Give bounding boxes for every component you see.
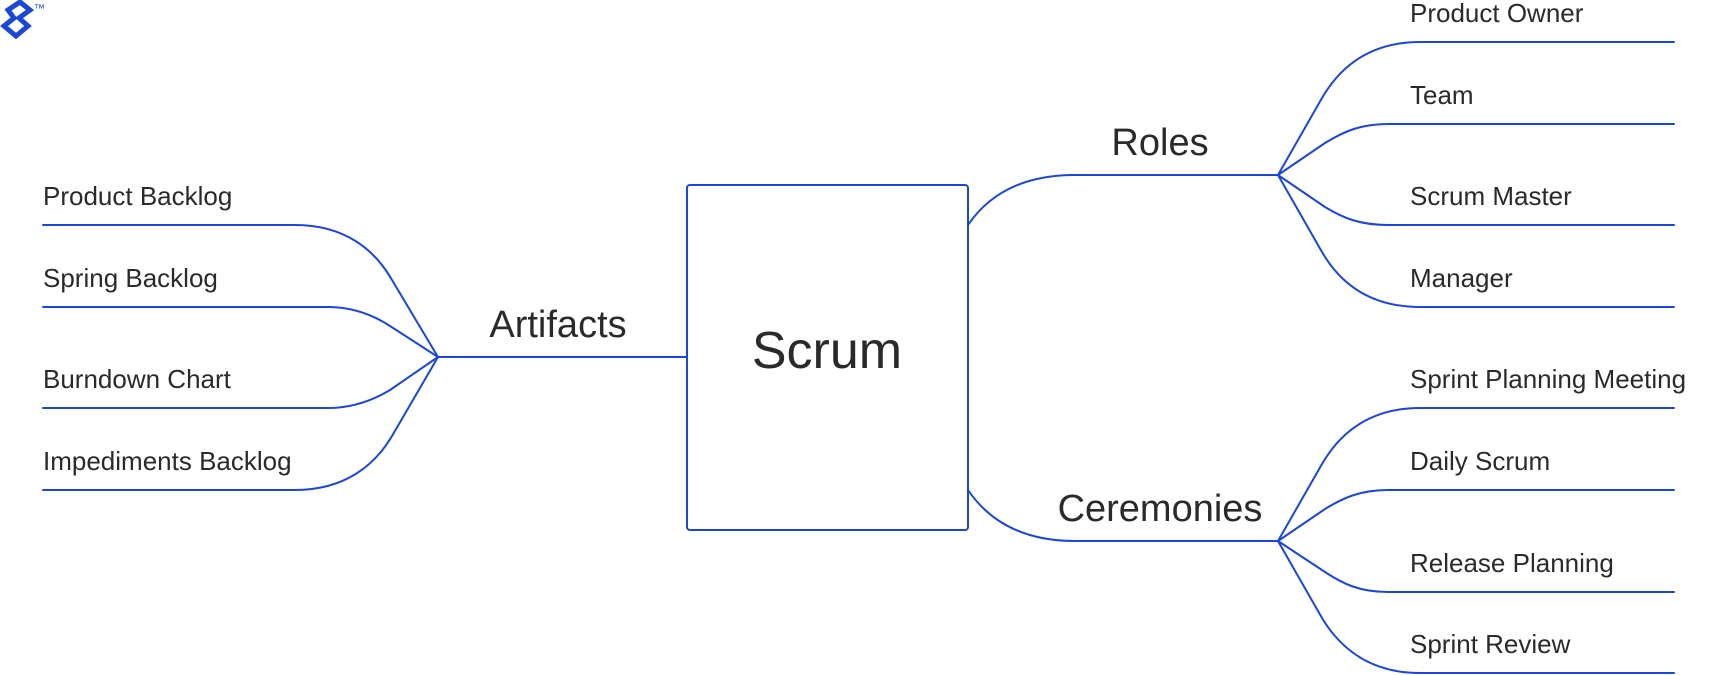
ceremonies-connector xyxy=(967,489,1279,542)
artifacts-item-product-backlog: Product Backlog xyxy=(43,181,232,211)
roles-item-team: Team xyxy=(1410,80,1474,110)
branch-label-roles: Roles xyxy=(1111,122,1208,164)
roles-leaf-line-1 xyxy=(1277,41,1675,176)
roles-item-product-owner: Product Owner xyxy=(1410,0,1584,28)
ceremonies-leaf-line-3 xyxy=(1277,540,1675,593)
center-node-label: Scrum xyxy=(752,322,902,380)
artifacts-leaf-line-4 xyxy=(42,356,439,491)
roles-connector xyxy=(967,174,1279,226)
artifacts-leaf-line-1 xyxy=(42,224,439,358)
branch-artifacts: Artifacts Product Backlog Spring Backlog… xyxy=(42,181,688,491)
ceremonies-leaf-line-4 xyxy=(1277,540,1675,674)
roles-leaf-line-3 xyxy=(1277,174,1675,226)
roles-leaf-line-2 xyxy=(1277,123,1675,176)
ceremonies-item-release-planning: Release Planning xyxy=(1410,548,1614,578)
artifacts-leaf-line-2 xyxy=(42,306,439,358)
artifacts-leaf-line-3 xyxy=(42,356,439,409)
toptal-logo-icon xyxy=(0,0,35,40)
ceremonies-item-sprint-review: Sprint Review xyxy=(1410,629,1571,659)
artifacts-item-burndown-chart: Burndown Chart xyxy=(43,364,232,394)
ceremonies-leaf-line-1 xyxy=(1277,407,1675,542)
branch-label-artifacts: Artifacts xyxy=(489,304,626,346)
artifacts-item-impediments-backlog: Impediments Backlog xyxy=(43,446,292,476)
roles-leaf-line-4 xyxy=(1277,174,1675,308)
ceremonies-item-daily-scrum: Daily Scrum xyxy=(1410,446,1550,476)
artifacts-item-spring-backlog: Spring Backlog xyxy=(43,263,218,293)
ceremonies-leaf-line-2 xyxy=(1277,489,1675,542)
trademark-symbol: ™ xyxy=(34,3,45,15)
branch-label-ceremonies: Ceremonies xyxy=(1058,488,1263,530)
ceremonies-item-sprint-planning-meeting: Sprint Planning Meeting xyxy=(1410,364,1686,394)
branch-ceremonies: Ceremonies Sprint Planning Meeting Daily… xyxy=(967,364,1686,674)
roles-item-scrum-master: Scrum Master xyxy=(1410,181,1572,211)
branch-roles: Roles Product Owner Team Scrum Master Ma… xyxy=(967,0,1675,308)
roles-item-manager: Manager xyxy=(1410,263,1513,293)
